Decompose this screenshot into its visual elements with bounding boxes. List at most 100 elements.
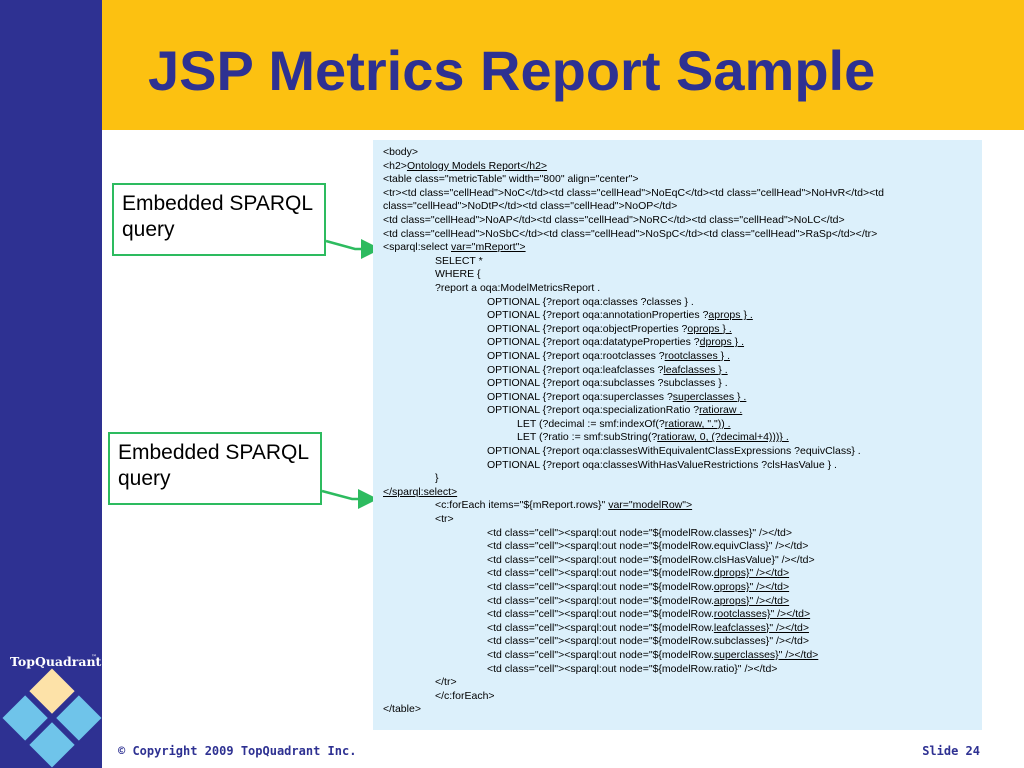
svg-text:TopQuadrant: TopQuadrant	[10, 654, 102, 669]
code-line: <body>	[383, 146, 982, 160]
code-line: </table>	[383, 703, 982, 717]
code-underlined-segment: dprops } .	[699, 336, 745, 349]
code-segment: </table>	[383, 703, 421, 716]
callout-text: Embedded SPARQL query	[118, 441, 309, 490]
code-underlined-segment: var="mReport">	[451, 241, 526, 254]
slide-title: JSP Metrics Report Sample	[148, 39, 876, 102]
diamond-grid-icon	[0, 665, 102, 768]
code-line: ?report a oqa:ModelMetricsReport .	[383, 282, 982, 296]
code-underlined-segment: rootclasses}" /></td>	[713, 608, 811, 621]
code-line: <td class="cell"><sparql:out node="${mod…	[383, 663, 982, 677]
code-segment: <td class="cell"><sparql:out node="${mod…	[487, 648, 714, 661]
code-line: <td class="cell"><sparql:out node="${mod…	[383, 527, 982, 541]
code-segment: <td class="cell"><sparql:out node="${mod…	[487, 567, 714, 580]
code-line: <c:forEach items="${mReport.rows}" var="…	[383, 499, 982, 513]
code-segment: <h2>	[383, 159, 407, 172]
code-underlined-segment: superclasses}" /></td>	[713, 648, 819, 661]
code-segment: WHERE {	[435, 268, 481, 281]
callout-embedded-sparql-query-1: Embedded SPARQL query	[112, 183, 326, 256]
code-segment: <td class="cell"><sparql:out node="${mod…	[487, 581, 714, 593]
code-segment: OPTIONAL {?report oqa:rootclasses ?	[487, 349, 665, 362]
code-segment: <td class="cell"><sparql:out node="${mod…	[487, 635, 809, 648]
code-line: </tr>	[383, 676, 982, 690]
slide-number: Slide 24	[922, 744, 980, 758]
code-segment: OPTIONAL {?report oqa:subclasses ?subcla…	[487, 377, 728, 390]
code-segment: <td class="cell"><sparql:out node="${mod…	[487, 608, 714, 621]
code-line: SELECT *	[383, 255, 982, 269]
code-line: <td class="cell"><sparql:out node="${mod…	[383, 649, 982, 663]
code-line: <td class="cellHead">NoAP</td><td class=…	[383, 214, 982, 228]
code-line: OPTIONAL {?report oqa:specializationRati…	[383, 404, 982, 418]
code-underlined-segment: ratioraw, 0, (?decimal+4)))} .	[657, 431, 789, 444]
topquadrant-logo: TopQuadrant ™	[0, 654, 102, 768]
code-segment: OPTIONAL {?report oqa:classes ?classes }…	[487, 295, 694, 308]
code-underlined-segment: aprops } .	[708, 309, 753, 322]
code-segment: OPTIONAL {?report oqa:objectProperties ?	[487, 322, 688, 335]
code-line: OPTIONAL {?report oqa:superclasses ?supe…	[383, 391, 982, 405]
title-band	[102, 0, 1024, 130]
callout-text: Embedded SPARQL query	[122, 192, 313, 241]
code-segment: <td class="cellHead">NoAP</td><td class=…	[383, 213, 845, 226]
code-segment: }	[435, 472, 439, 485]
jsp-code-listing: <body><h2>Ontology Models Report</h2><ta…	[373, 140, 982, 730]
code-segment: OPTIONAL {?report oqa:classesWithHasValu…	[487, 458, 837, 471]
code-segment: </c:forEach>	[435, 689, 495, 702]
code-line: WHERE {	[383, 268, 982, 282]
code-line: }	[383, 472, 982, 486]
code-line: OPTIONAL {?report oqa:datatypeProperties…	[383, 336, 982, 350]
code-line: OPTIONAL {?report oqa:subclasses ?subcla…	[383, 377, 982, 391]
code-line: <td class="cell"><sparql:out node="${mod…	[383, 608, 982, 622]
code-segment: LET (?ratio := smf:subString(?	[517, 431, 658, 444]
arrow-to-sparql-select	[325, 239, 381, 259]
code-segment: OPTIONAL {?report oqa:datatypeProperties…	[487, 336, 700, 349]
code-line: LET (?ratio := smf:subString(?ratioraw, …	[383, 431, 982, 445]
code-segment: <td class="cell"><sparql:out node="${mod…	[487, 540, 809, 553]
code-line: <td class="cell"><sparql:out node="${mod…	[383, 622, 982, 636]
code-line: </sparql:select>	[383, 486, 982, 500]
code-underlined-segment: rootclasses } .	[664, 349, 730, 362]
code-line: <table class="metricTable" width="800" a…	[383, 173, 982, 187]
code-segment: <td class="cell"><sparql:out node="${mod…	[487, 553, 815, 566]
code-segment: OPTIONAL {?report oqa:specializationRati…	[487, 404, 700, 417]
code-underlined-segment: superclasses } .	[672, 390, 747, 403]
code-line: class="cellHead">NoDtP</td><td class="ce…	[383, 200, 982, 214]
code-line: <td class="cell"><sparql:out node="${mod…	[383, 540, 982, 554]
code-segment: OPTIONAL {?report oqa:superclasses ?	[487, 390, 673, 403]
code-line: OPTIONAL {?report oqa:annotationProperti…	[383, 309, 982, 323]
code-underlined-segment: leafclasses } .	[663, 363, 728, 376]
code-underlined-segment: aprops}" /></td>	[713, 594, 790, 607]
code-line: </c:forEach>	[383, 690, 982, 704]
code-segment: OPTIONAL {?report oqa:leafclasses ?	[487, 363, 664, 376]
code-segment: <td class="cell"><sparql:out node="${mod…	[487, 526, 793, 539]
code-line: <td class="cell"><sparql:out node="${mod…	[383, 567, 982, 581]
code-segment: LET (?decimal := smf:indexOf(?	[517, 417, 665, 430]
left-accent-bar	[0, 0, 102, 768]
code-line: OPTIONAL {?report oqa:rootclasses ?rootc…	[383, 350, 982, 364]
code-line: <td class="cell"><sparql:out node="${mod…	[383, 581, 982, 595]
code-line: OPTIONAL {?report oqa:classesWithHasValu…	[383, 459, 982, 473]
code-underlined-segment: dprops}" /></td>	[713, 567, 790, 580]
code-line: <td class="cell"><sparql:out node="${mod…	[383, 554, 982, 568]
code-segment: class="cellHead">NoDtP</td><td class="ce…	[383, 200, 678, 213]
code-segment: OPTIONAL {?report oqa:classesWithEquival…	[487, 445, 861, 458]
code-underlined-segment: Ontology Models Report</h2>	[406, 159, 548, 172]
code-segment: <td class="cell"><sparql:out node="${mod…	[487, 662, 778, 675]
code-segment: SELECT *	[435, 254, 483, 267]
code-segment: <sparql:select	[383, 241, 451, 254]
code-segment: <td class="cell"><sparql:out node="${mod…	[487, 594, 714, 607]
code-line: <tr><td class="cellHead">NoC</td><td cla…	[383, 187, 982, 201]
code-line: <td class="cell"><sparql:out node="${mod…	[383, 635, 982, 649]
code-line: <sparql:select var="mReport">	[383, 241, 982, 255]
code-segment: <td class="cell"><sparql:out node="${mod…	[487, 621, 714, 634]
code-line: <td class="cellHead">NoSbC</td><td class…	[383, 228, 982, 242]
code-underlined-segment: var="modelRow">	[608, 499, 693, 512]
code-underlined-segment: ratioraw, ".")) .	[664, 417, 731, 430]
code-segment: <tr><td class="cellHead">NoC</td><td cla…	[383, 186, 884, 199]
code-segment: OPTIONAL {?report oqa:annotationProperti…	[487, 309, 709, 322]
svg-text:™: ™	[91, 654, 97, 661]
code-segment: <tr>	[435, 513, 454, 526]
code-segment: <c:forEach items="${mReport.rows}"	[435, 499, 609, 512]
code-underlined-segment: leafclasses}" /></td>	[713, 621, 809, 634]
code-line: OPTIONAL {?report oqa:classes ?classes }…	[383, 296, 982, 310]
code-underlined-segment: </sparql:select>	[383, 485, 458, 498]
